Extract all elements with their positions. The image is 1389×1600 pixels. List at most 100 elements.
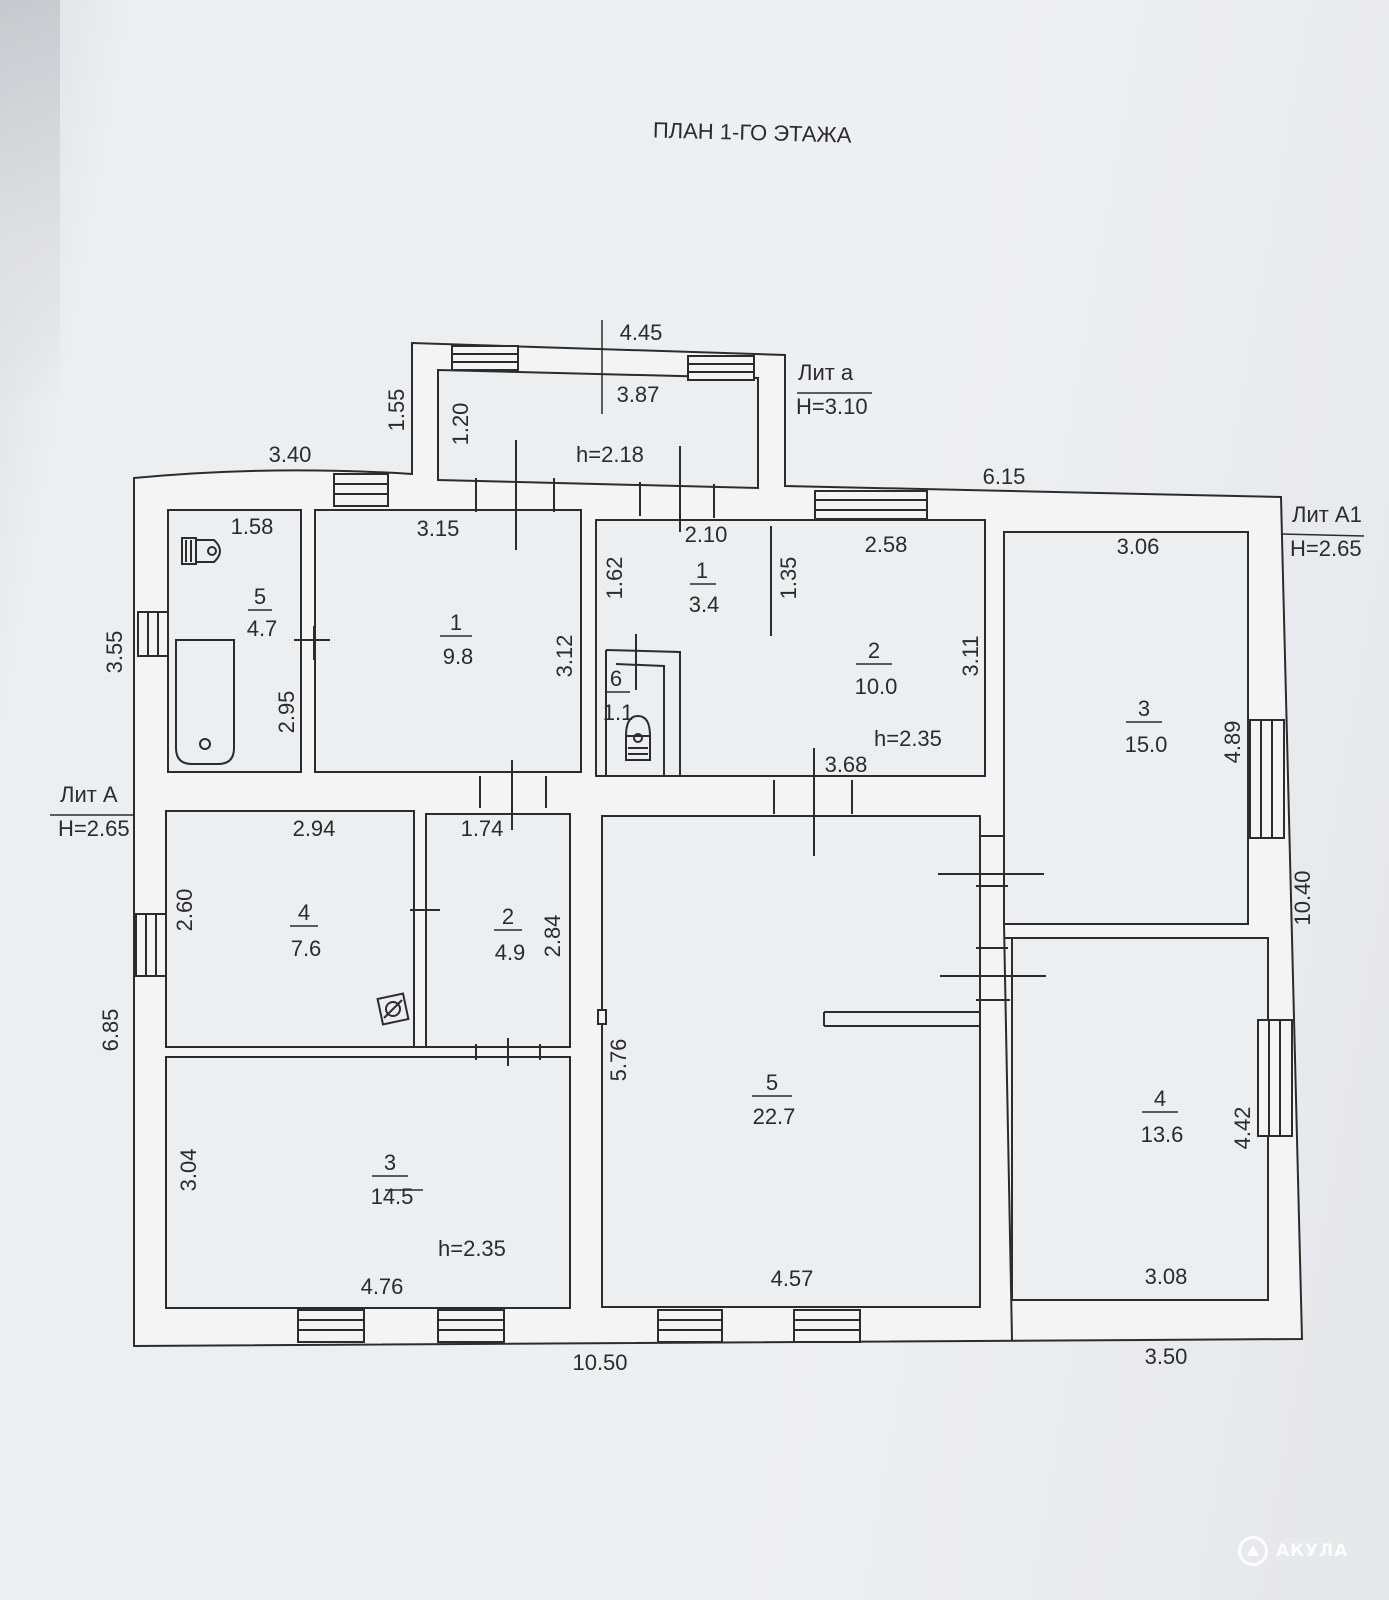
room-wc-number: 6 [610, 666, 622, 691]
dim-porch-outer-width: 4.45 [620, 320, 663, 345]
dim-r2-depth: 3.11 [958, 635, 983, 676]
dimension-lines [50, 320, 1365, 1191]
dim-total-depth: 10.40 [1290, 870, 1315, 925]
window-top-left [333, 473, 389, 507]
room-r4-southeast-number: 4 [1154, 1086, 1166, 1111]
room-labels: 5 4.7 1 9.8 1 3.4 6 1.1 2 10.0 3 15.0 4 … [247, 558, 1184, 1209]
room-fills [165, 509, 1269, 1309]
dim-r3-width: 3.06 [1117, 534, 1160, 559]
dim-top-west: 3.40 [269, 442, 312, 467]
dim-r2c-width: 1.74 [461, 816, 504, 841]
dim-porch-inner-depth: 1.20 [448, 403, 473, 446]
room-r1-large-area: 9.8 [443, 644, 474, 669]
dim-hall-depth: 1.62 [602, 557, 627, 600]
room-r3-east [1003, 531, 1249, 925]
dim-r5-depth: 5.76 [606, 1039, 631, 1082]
dim-bath-depth: 2.95 [274, 691, 299, 734]
dim-r4se-depth: 4.42 [1230, 1107, 1255, 1150]
bathtub-icon [175, 639, 235, 765]
window-bottom-1 [297, 1309, 365, 1343]
dim-r3-depth: 4.89 [1220, 721, 1245, 764]
room-r2-upper-number: 2 [868, 638, 880, 663]
window-porch-left [451, 345, 519, 371]
partitions [166, 649, 1248, 1341]
dim-r1-depth: 3.12 [552, 635, 577, 678]
window-east-lower [1257, 1019, 1293, 1137]
dim-bath-width: 1.58 [231, 514, 274, 539]
shark-logo-icon [1238, 1536, 1268, 1566]
porch-inner [437, 368, 759, 490]
room-r2-upper-area: 10.0 [855, 674, 898, 699]
room-r3-southwest-number: 3 [384, 1150, 396, 1175]
plan-title: ПЛАН 1-ГО ЭТАЖА [653, 117, 852, 147]
room-wc-area: 1.1 [603, 700, 634, 725]
room-r2-corridor-number: 2 [502, 904, 514, 929]
window-bottom-3 [657, 1309, 723, 1343]
window-west-lower [135, 913, 167, 977]
section-lit-a-name: Лит А [60, 782, 118, 807]
dim-r5-width: 4.57 [771, 1266, 814, 1291]
section-lit-a1-name: Лит А1 [1292, 502, 1362, 527]
window-bottom-4 [793, 1309, 861, 1343]
watermark-text: АКУЛА [1276, 1541, 1349, 1561]
ceiling-height-east: h=2.35 [874, 726, 942, 751]
dim-r3sw-width: 4.76 [361, 1274, 404, 1299]
section-lit-a-small-name: Лит а [798, 360, 854, 385]
dim-r2-width: 2.58 [865, 532, 908, 557]
dimension-labels-horizontal: 4.45 3.87 3.40 6.15 1.58 3.15 2.10 2.58 … [231, 320, 1188, 1375]
room-r1-large-number: 1 [450, 610, 462, 635]
ceiling-height-west: h=2.35 [438, 1236, 506, 1261]
dim-r4-width: 2.94 [293, 816, 336, 841]
room-r3-east-number: 3 [1138, 696, 1150, 721]
dim-r4se-width: 3.08 [1145, 1264, 1188, 1289]
page-edge-shadow [0, 0, 60, 400]
dim-hall-width: 2.10 [685, 522, 728, 547]
dim-porch-outer-depth: 1.55 [384, 389, 409, 432]
dim-r3sw-depth: 3.04 [176, 1149, 201, 1192]
dim-west-top-side: 3.55 [102, 631, 127, 674]
room-hall-area: 3.4 [689, 592, 720, 617]
room-r3-southwest-area: 14.5 [371, 1184, 414, 1209]
room-bath-area: 4.7 [247, 616, 278, 641]
room-r4-west [165, 810, 415, 1048]
room-r4-west-area: 7.6 [291, 936, 322, 961]
boiler-icon [376, 992, 410, 1026]
room-r3-east-area: 15.0 [1125, 732, 1168, 757]
window-west-upper [137, 611, 169, 657]
ceiling-heights: h=2.18 h=2.35 h=2.35 [438, 442, 942, 1261]
room-r4-southeast-area: 13.6 [1141, 1122, 1184, 1147]
ceiling-height-porch: h=2.18 [576, 442, 644, 467]
dim-bottom-main: 10.50 [572, 1350, 627, 1375]
dim-r4-depth: 2.60 [172, 889, 197, 932]
window-east-upper [1249, 719, 1285, 839]
section-lit-a1-height: H=2.65 [1290, 536, 1362, 561]
room-hall-wc [595, 519, 986, 777]
fixtures [175, 537, 651, 1026]
dim-west-lower-side: 6.85 [98, 1009, 123, 1052]
window-bottom-2 [437, 1309, 505, 1343]
room-r4-west-number: 4 [298, 900, 310, 925]
room-r4-southeast [1011, 937, 1269, 1301]
dim-hall-side: 1.35 [776, 557, 801, 600]
watermark: АКУЛА [1238, 1536, 1348, 1566]
room-r1-large [314, 509, 582, 773]
dim-porch-inner-width: 3.87 [617, 382, 660, 407]
dim-top-east: 6.15 [983, 464, 1026, 489]
windows [135, 345, 1293, 1343]
dim-r2c-depth: 2.84 [540, 915, 565, 958]
window-top-right [814, 490, 928, 520]
room-r2-corridor-area: 4.9 [495, 940, 526, 965]
window-porch-right [687, 355, 755, 381]
room-r3-southwest [165, 1056, 571, 1309]
toilet-bath-icon [181, 537, 221, 565]
room-r5-center [601, 815, 981, 1308]
room-r5-center-number: 5 [766, 1070, 778, 1095]
dim-r1-width: 3.15 [417, 516, 460, 541]
section-labels: Лит а H=3.10 Лит А1 H=2.65 Лит А H=2.65 [58, 360, 1362, 841]
dim-bottom-east: 3.50 [1145, 1344, 1188, 1369]
room-r5-center-area: 22.7 [753, 1104, 796, 1129]
section-lit-a-small-height: H=3.10 [796, 394, 868, 419]
section-lit-a-height: H=2.65 [58, 816, 130, 841]
